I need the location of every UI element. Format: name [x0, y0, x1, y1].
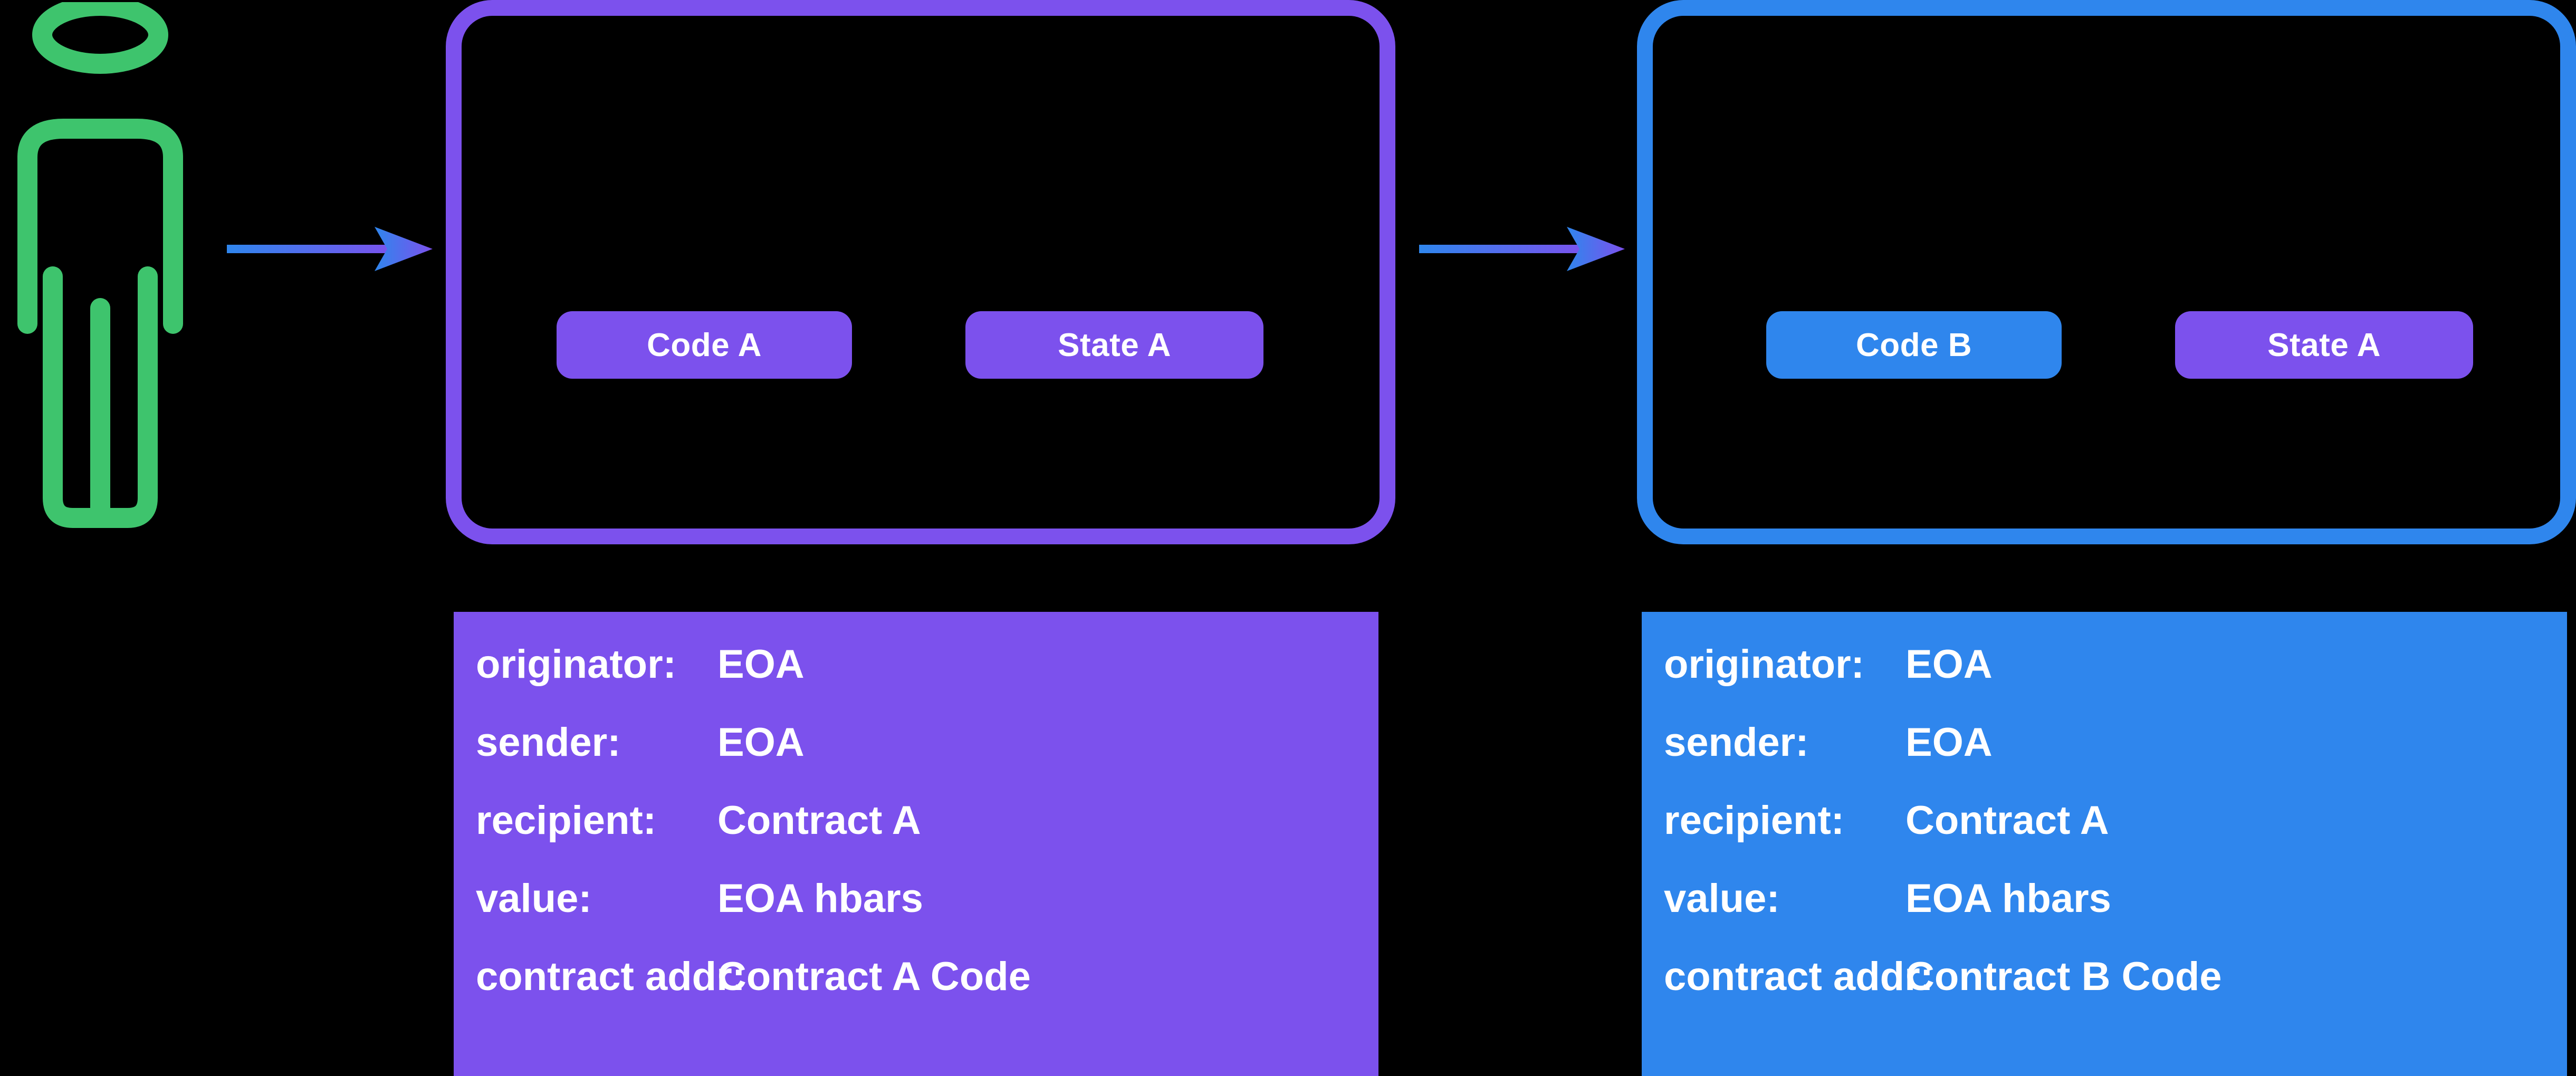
row-label-value-b: value: [1664, 876, 1780, 921]
table-row: recipient: Contract A [1642, 801, 2567, 879]
row-label-value: value: [476, 876, 592, 921]
row-value-value: EOA hbars [717, 876, 923, 921]
contract-a-box[interactable]: Code A State A [446, 0, 1395, 544]
pill-state-a[interactable]: State A [965, 311, 1263, 379]
table-row: value: EOA hbars [1642, 879, 2567, 957]
row-value-contract-addr: Contract A Code [717, 954, 1031, 999]
row-label-contract-addr-b: contract addr: [1664, 954, 1933, 999]
row-label-recipient-b: recipient: [1664, 798, 1845, 843]
row-label-contract-addr: contract addr: [476, 954, 745, 999]
row-value-recipient: Contract A [717, 798, 921, 843]
row-value-sender-b: EOA [1905, 720, 1993, 765]
row-value-originator-b: EOA [1905, 642, 1993, 687]
panel-contract-a: originator: EOA sender: EOA recipient: C… [454, 612, 1378, 1076]
pill-code-b-label: Code B [1856, 326, 1972, 363]
pill-state-a-2[interactable]: State A [2175, 311, 2473, 379]
pill-state-a-label: State A [1058, 326, 1171, 363]
panel-contract-b: originator: EOA sender: EOA recipient: C… [1642, 612, 2567, 1076]
pill-state-a-2-label: State A [2267, 326, 2381, 363]
row-label-originator-b: originator: [1664, 642, 1864, 687]
row-value-contract-addr-b: Contract B Code [1905, 954, 2222, 999]
table-row: sender: EOA [454, 723, 1378, 801]
row-value-originator: EOA [717, 642, 805, 687]
table-row: originator: EOA [454, 645, 1378, 723]
row-value-sender: EOA [717, 720, 805, 765]
arrow-eoa-to-contract-a [227, 217, 433, 281]
row-label-sender: sender: [476, 720, 621, 765]
row-label-originator: originator: [476, 642, 676, 687]
table-row: value: EOA hbars [454, 879, 1378, 957]
row-value-value-b: EOA hbars [1905, 876, 2111, 921]
contract-b-box[interactable]: Code B State A [1637, 0, 2576, 544]
table-row: contract addr: Contract A Code [454, 957, 1378, 1035]
row-value-recipient-b: Contract A [1905, 798, 2109, 843]
row-label-recipient: recipient: [476, 798, 657, 843]
pill-code-a[interactable]: Code A [557, 311, 852, 379]
pill-code-b[interactable]: Code B [1766, 311, 2062, 379]
table-row: sender: EOA [1642, 723, 2567, 801]
table-row: recipient: Contract A [454, 801, 1378, 879]
person-icon [5, 0, 195, 535]
table-row: contract addr: Contract B Code [1642, 957, 2567, 1035]
row-label-sender-b: sender: [1664, 720, 1809, 765]
table-row: originator: EOA [1642, 645, 2567, 723]
pill-code-a-label: Code A [647, 326, 762, 363]
arrow-contract-a-to-contract-b [1419, 217, 1625, 281]
